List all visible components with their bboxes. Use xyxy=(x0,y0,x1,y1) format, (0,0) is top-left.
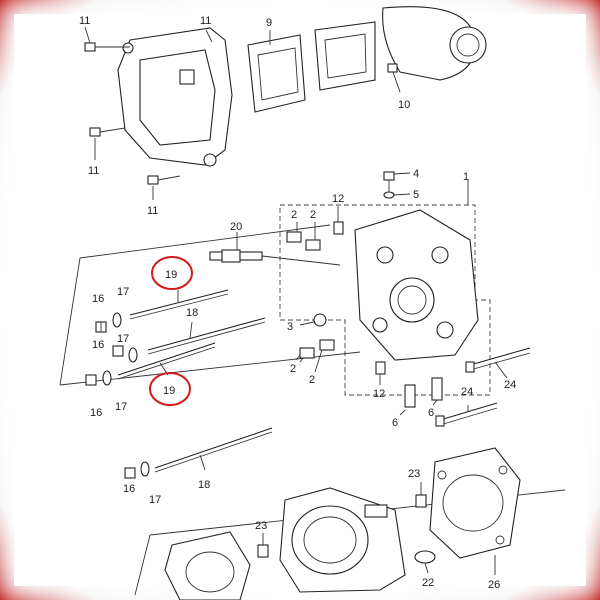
washer-5 xyxy=(383,191,411,199)
label-23-right: 23 xyxy=(408,468,420,480)
washer-17-d xyxy=(140,461,150,477)
label-1: 1 xyxy=(463,171,469,183)
label-11-bottom: 11 xyxy=(147,205,158,217)
cylinder-head xyxy=(354,209,479,361)
stud-18-lower xyxy=(154,427,273,473)
label-16-d: 16 xyxy=(123,483,135,495)
washer-17-c xyxy=(102,370,112,386)
label-11-right: 11 xyxy=(200,15,211,27)
bolt-11-bottom xyxy=(147,175,181,200)
bolt-10 xyxy=(387,63,401,93)
valve-cover xyxy=(117,27,233,167)
label-16-c: 16 xyxy=(90,407,102,419)
label-5: 5 xyxy=(413,189,419,201)
head-gasket-26 xyxy=(429,447,521,575)
highlight-circle-19-upper xyxy=(151,256,193,290)
label-17-c: 17 xyxy=(115,401,127,413)
label-3: 3 xyxy=(287,321,293,333)
gasket-9-right xyxy=(314,21,376,91)
nut-16-c xyxy=(85,374,97,386)
cover-gasket-ring xyxy=(382,6,487,81)
spark-plug-20 xyxy=(209,232,341,266)
label-2-d: 2 xyxy=(309,374,315,386)
label-4: 4 xyxy=(413,168,419,180)
label-2-b: 2 xyxy=(310,209,316,221)
stud-18-upper xyxy=(147,317,266,355)
plug-6-b xyxy=(431,377,443,401)
label-9: 9 xyxy=(266,17,272,29)
label-24-lower: 24 xyxy=(461,386,473,398)
label-16-b: 16 xyxy=(92,339,104,351)
guide-line-left xyxy=(59,257,81,386)
cylinder-head-group-outline xyxy=(279,204,491,396)
highlight-circle-19-lower xyxy=(149,372,191,406)
cylinder-gasket-left xyxy=(164,531,251,600)
seal-3 xyxy=(299,313,327,327)
label-17-d: 17 xyxy=(149,494,161,506)
dowel-pin-2-c xyxy=(299,347,315,359)
label-22: 22 xyxy=(422,577,434,589)
label-2-c: 2 xyxy=(290,363,296,375)
nut-16-b xyxy=(112,345,124,357)
label-19-lower: 19 xyxy=(163,385,175,397)
label-24-upper: 24 xyxy=(504,379,516,391)
guide-line-top xyxy=(79,224,331,259)
stud-bolt-24-lower xyxy=(435,402,498,427)
dowel-pin-2-a xyxy=(286,231,302,243)
nut-16-d xyxy=(124,467,136,479)
dowel-23-right xyxy=(415,482,427,508)
label-12-top: 12 xyxy=(332,193,344,205)
label-6-a: 6 xyxy=(392,417,398,429)
gasket-9-left xyxy=(247,34,306,113)
dowel-pin-2-b xyxy=(305,239,321,251)
cylinder-block xyxy=(279,487,406,593)
guide-12-bottom xyxy=(375,361,386,385)
label-18-upper: 18 xyxy=(186,307,198,319)
guide-line-bottom-left xyxy=(134,534,151,596)
label-6-b: 6 xyxy=(428,407,434,419)
bolt-4 xyxy=(383,171,411,195)
label-10: 10 xyxy=(398,99,410,111)
label-26: 26 xyxy=(488,579,500,591)
bolt-11-mid xyxy=(89,127,126,160)
label-11-mid: 11 xyxy=(88,165,99,177)
label-19-upper: 19 xyxy=(165,269,177,281)
label-2-a: 2 xyxy=(291,209,297,221)
guide-12-top xyxy=(333,206,344,235)
label-17-b: 17 xyxy=(117,333,129,345)
washer-17-a xyxy=(112,312,122,328)
label-12-bottom: 12 xyxy=(373,388,385,400)
label-17-a: 17 xyxy=(117,286,129,298)
label-18-lower: 18 xyxy=(198,479,210,491)
dowel-pin-2-d xyxy=(319,339,335,351)
label-20: 20 xyxy=(230,221,242,233)
label-16-a: 16 xyxy=(92,293,104,305)
stud-bolt-24-upper xyxy=(465,347,531,379)
washer-17-b xyxy=(128,347,138,363)
plug-6-a xyxy=(404,384,416,408)
o-ring-22 xyxy=(414,550,436,574)
stud-19-upper xyxy=(129,289,229,320)
label-11-top: 11 xyxy=(79,15,90,27)
dowel-23-left xyxy=(257,533,269,558)
label-23-left: 23 xyxy=(255,520,267,532)
